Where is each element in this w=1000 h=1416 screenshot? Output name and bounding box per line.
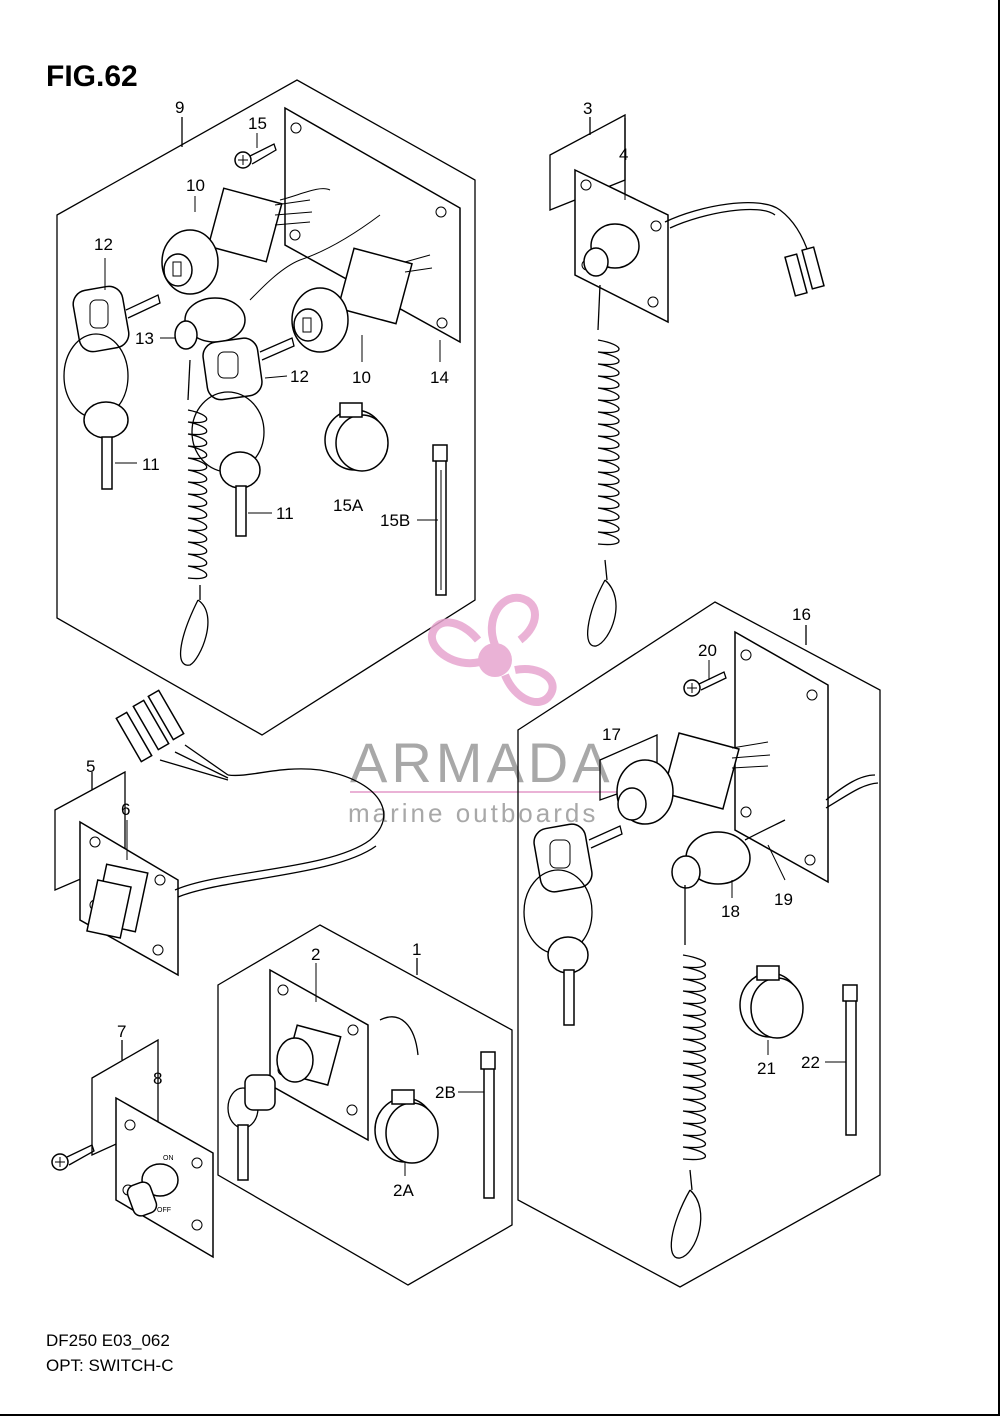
callout-10-upper: 10 <box>186 176 205 195</box>
on-label: ON <box>163 1155 174 1162</box>
key-set-right <box>191 337 295 537</box>
callout-17: 17 <box>602 725 621 744</box>
cap-2A <box>374 1089 439 1164</box>
callout-19: 19 <box>774 890 793 909</box>
callout-2B: 2B <box>435 1083 456 1102</box>
callout-20: 20 <box>698 641 717 660</box>
cap-15A <box>324 402 389 472</box>
leader-lines <box>104 133 846 1176</box>
callout-14: 14 <box>430 368 449 387</box>
section-title: OPT: SWITCH-C <box>46 1356 174 1375</box>
figure-title: FIG.62 <box>46 60 138 93</box>
callout-6: 6 <box>121 800 130 819</box>
callout-7: 7 <box>117 1022 126 1041</box>
armada-watermark: ARMADA marine outboards <box>348 593 650 828</box>
group-9-outline <box>56 79 476 736</box>
screw-7 <box>51 1144 95 1171</box>
lanyard-coil-top <box>586 339 620 647</box>
callout-12-left: 12 <box>94 235 113 254</box>
cable-tie-22 <box>842 984 858 1136</box>
callout-2A: 2A <box>393 1181 414 1200</box>
callout-2: 2 <box>311 945 320 964</box>
callout-5: 5 <box>86 757 95 776</box>
callout-8: 8 <box>153 1069 162 1088</box>
assembly-group-16 <box>517 601 881 1288</box>
assembly-group-7: ON OFF <box>51 1038 214 1259</box>
assembly-group-5 <box>54 689 385 977</box>
cable-tie-15B <box>432 444 448 596</box>
callout-21: 21 <box>757 1059 776 1078</box>
watermark-brand: ARMADA <box>350 731 614 794</box>
callout-labels: 9 15 10 12 13 12 10 14 11 11 15A 15B 3 4… <box>86 98 820 1200</box>
callout-9: 9 <box>175 98 184 117</box>
main-switch-17 <box>616 732 771 825</box>
main-switch-10-upper <box>161 187 313 295</box>
callout-22: 22 <box>801 1053 820 1072</box>
callout-15: 15 <box>248 114 267 133</box>
main-switch-10-lower <box>291 247 433 353</box>
callout-15A: 15A <box>333 496 364 515</box>
model-code: DF250 E03_062 <box>46 1331 170 1350</box>
callout-11-right: 11 <box>276 504 294 523</box>
callout-16: 16 <box>792 605 811 624</box>
callout-3: 3 <box>583 99 592 118</box>
watermark-tagline: marine outboards <box>348 798 598 828</box>
mounting-panel-14 <box>284 106 461 344</box>
assembly-group-9 <box>56 79 476 736</box>
callout-13: 13 <box>135 329 154 348</box>
callout-18: 18 <box>721 902 740 921</box>
key-set-16 <box>523 823 623 1026</box>
assembly-group-3 <box>549 113 825 647</box>
cable-tie-2B <box>480 1051 496 1199</box>
callout-12-right: 12 <box>290 367 309 386</box>
callout-4: 4 <box>619 145 628 164</box>
key-set-left <box>63 285 161 490</box>
callout-10-lower: 10 <box>352 368 371 387</box>
screw-15 <box>234 143 277 169</box>
lanyard-coil-left <box>179 359 209 666</box>
lanyard-coil-right <box>670 885 706 1259</box>
screw-20 <box>683 671 727 697</box>
callout-1: 1 <box>412 940 421 959</box>
assembly-group-1 <box>217 924 513 1286</box>
propeller-logo-icon <box>428 593 557 707</box>
callout-11-left: 11 <box>142 455 160 474</box>
callout-15B: 15B <box>380 511 410 530</box>
off-label: OFF <box>157 1207 171 1214</box>
stop-switch-18 <box>671 819 786 889</box>
cap-21 <box>739 965 804 1039</box>
